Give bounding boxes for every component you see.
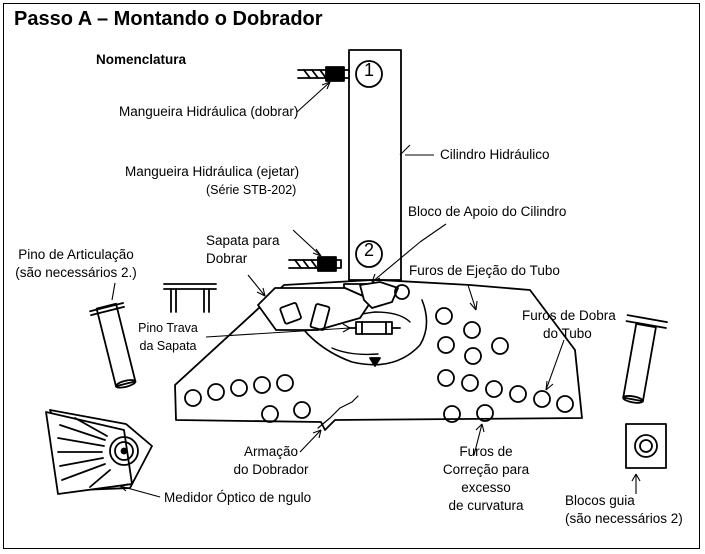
leader-lines: [111, 81, 641, 498]
label-pino-trava-2: da Sapata: [139, 339, 197, 353]
down-arrow-icon: [369, 357, 381, 367]
label-pino-articulacao-2: (são necessários 2.): [15, 265, 137, 280]
label-furos-ejecao: Furos de Ejeção do Tubo: [409, 263, 560, 278]
optical-angle-gauge: [45, 409, 153, 495]
label-pino-trava-1: Pino Trava: [138, 321, 198, 335]
label-furos-correcao-3: excesso: [461, 480, 511, 495]
label-blocos-guia-1: Blocos guia: [565, 493, 635, 508]
label-bloco-apoio: Bloco de Apoio do Cilindro: [408, 204, 567, 219]
cylinder-port-1-label: 1: [363, 60, 374, 80]
label-blocos-guia-2: (são necessários 2): [565, 511, 683, 526]
label-sapata-1: Sapata para: [206, 233, 280, 248]
label-furos-correcao-4: de curvatura: [448, 498, 524, 513]
label-serie: (Série STB-202): [206, 183, 297, 197]
frame-holes: [184, 284, 574, 423]
label-sapata-2: Dobrar: [206, 251, 248, 266]
label-medidor: Medidor Óptico de ngulo: [164, 490, 312, 505]
guide-block: [625, 423, 667, 469]
pivot-pin-right: [622, 314, 668, 404]
page-title: Passo A – Montando o Dobrador: [14, 8, 323, 30]
label-nomenclatura: Nomenclatura: [96, 52, 187, 67]
hose-bend-connector: [297, 66, 350, 82]
pivot-pin-left: [89, 302, 137, 389]
shoe-stand: [163, 283, 217, 313]
label-pino-articulacao-1: Pino de Articulação: [18, 247, 134, 262]
cylinder-port-2-label: 2: [363, 240, 374, 260]
label-mangueira-dobrar: Mangueira Hidráulica (dobrar): [119, 104, 299, 119]
label-furos-dobra-1: Furos de Dobra: [522, 308, 616, 323]
bending-shoe: [257, 281, 399, 331]
bender-frame: [174, 279, 583, 431]
label-mangueira-ejetar: Mangueira Hidráulica (ejetar): [125, 164, 300, 179]
label-furos-correcao-2: Correção para: [442, 462, 530, 477]
shoe-lock-pin: [347, 321, 401, 335]
label-cilindro: Cilindro Hidráulico: [440, 147, 550, 162]
figure-frame: [3, 3, 700, 549]
label-armacao-2: do Dobrador: [233, 462, 309, 477]
label-furos-correcao-1: Furos de: [459, 444, 513, 459]
hose-eject-connector: [288, 256, 342, 272]
label-armacao-1: Armação: [243, 444, 299, 459]
label-furos-dobra-2: do Tubo: [543, 326, 592, 341]
